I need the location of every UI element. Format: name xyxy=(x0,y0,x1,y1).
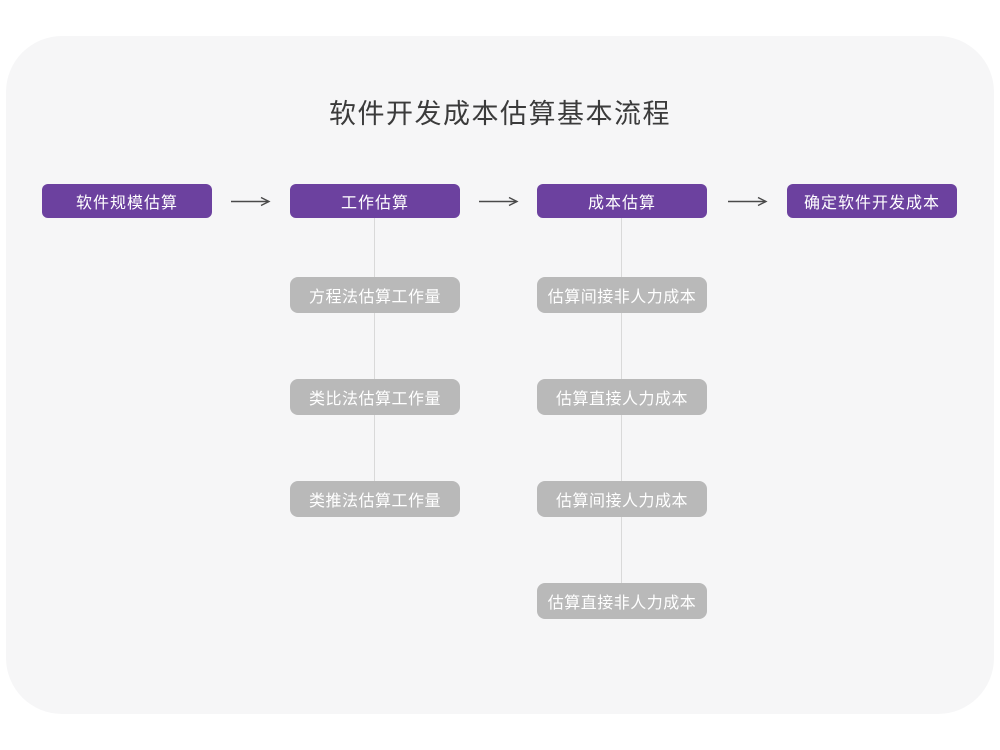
right-arrow-icon xyxy=(479,196,519,207)
sub-node-analogy-method-workload: 类比法估算工作量 xyxy=(290,379,460,415)
sub-node-equation-method-workload: 方程法估算工作量 xyxy=(290,277,460,313)
connector-line-work-column xyxy=(374,218,375,481)
flow-node-software-scale-estimation: 软件规模估算 xyxy=(42,184,212,218)
right-arrow-icon xyxy=(728,196,768,207)
diagram-title: 软件开发成本估算基本流程 xyxy=(329,99,671,129)
diagram-card-background xyxy=(6,36,994,714)
flow-node-work-estimation: 工作估算 xyxy=(290,184,460,218)
sub-node-direct-non-labor-cost: 估算直接非人力成本 xyxy=(537,583,707,619)
right-arrow-icon xyxy=(231,196,271,207)
sub-node-indirect-labor-cost: 估算间接人力成本 xyxy=(537,481,707,517)
sub-node-extrapolation-method-workload: 类推法估算工作量 xyxy=(290,481,460,517)
flow-node-cost-estimation: 成本估算 xyxy=(537,184,707,218)
flow-node-determine-development-cost: 确定软件开发成本 xyxy=(787,184,957,218)
sub-node-indirect-non-labor-cost: 估算间接非人力成本 xyxy=(537,277,707,313)
sub-node-direct-labor-cost: 估算直接人力成本 xyxy=(537,379,707,415)
